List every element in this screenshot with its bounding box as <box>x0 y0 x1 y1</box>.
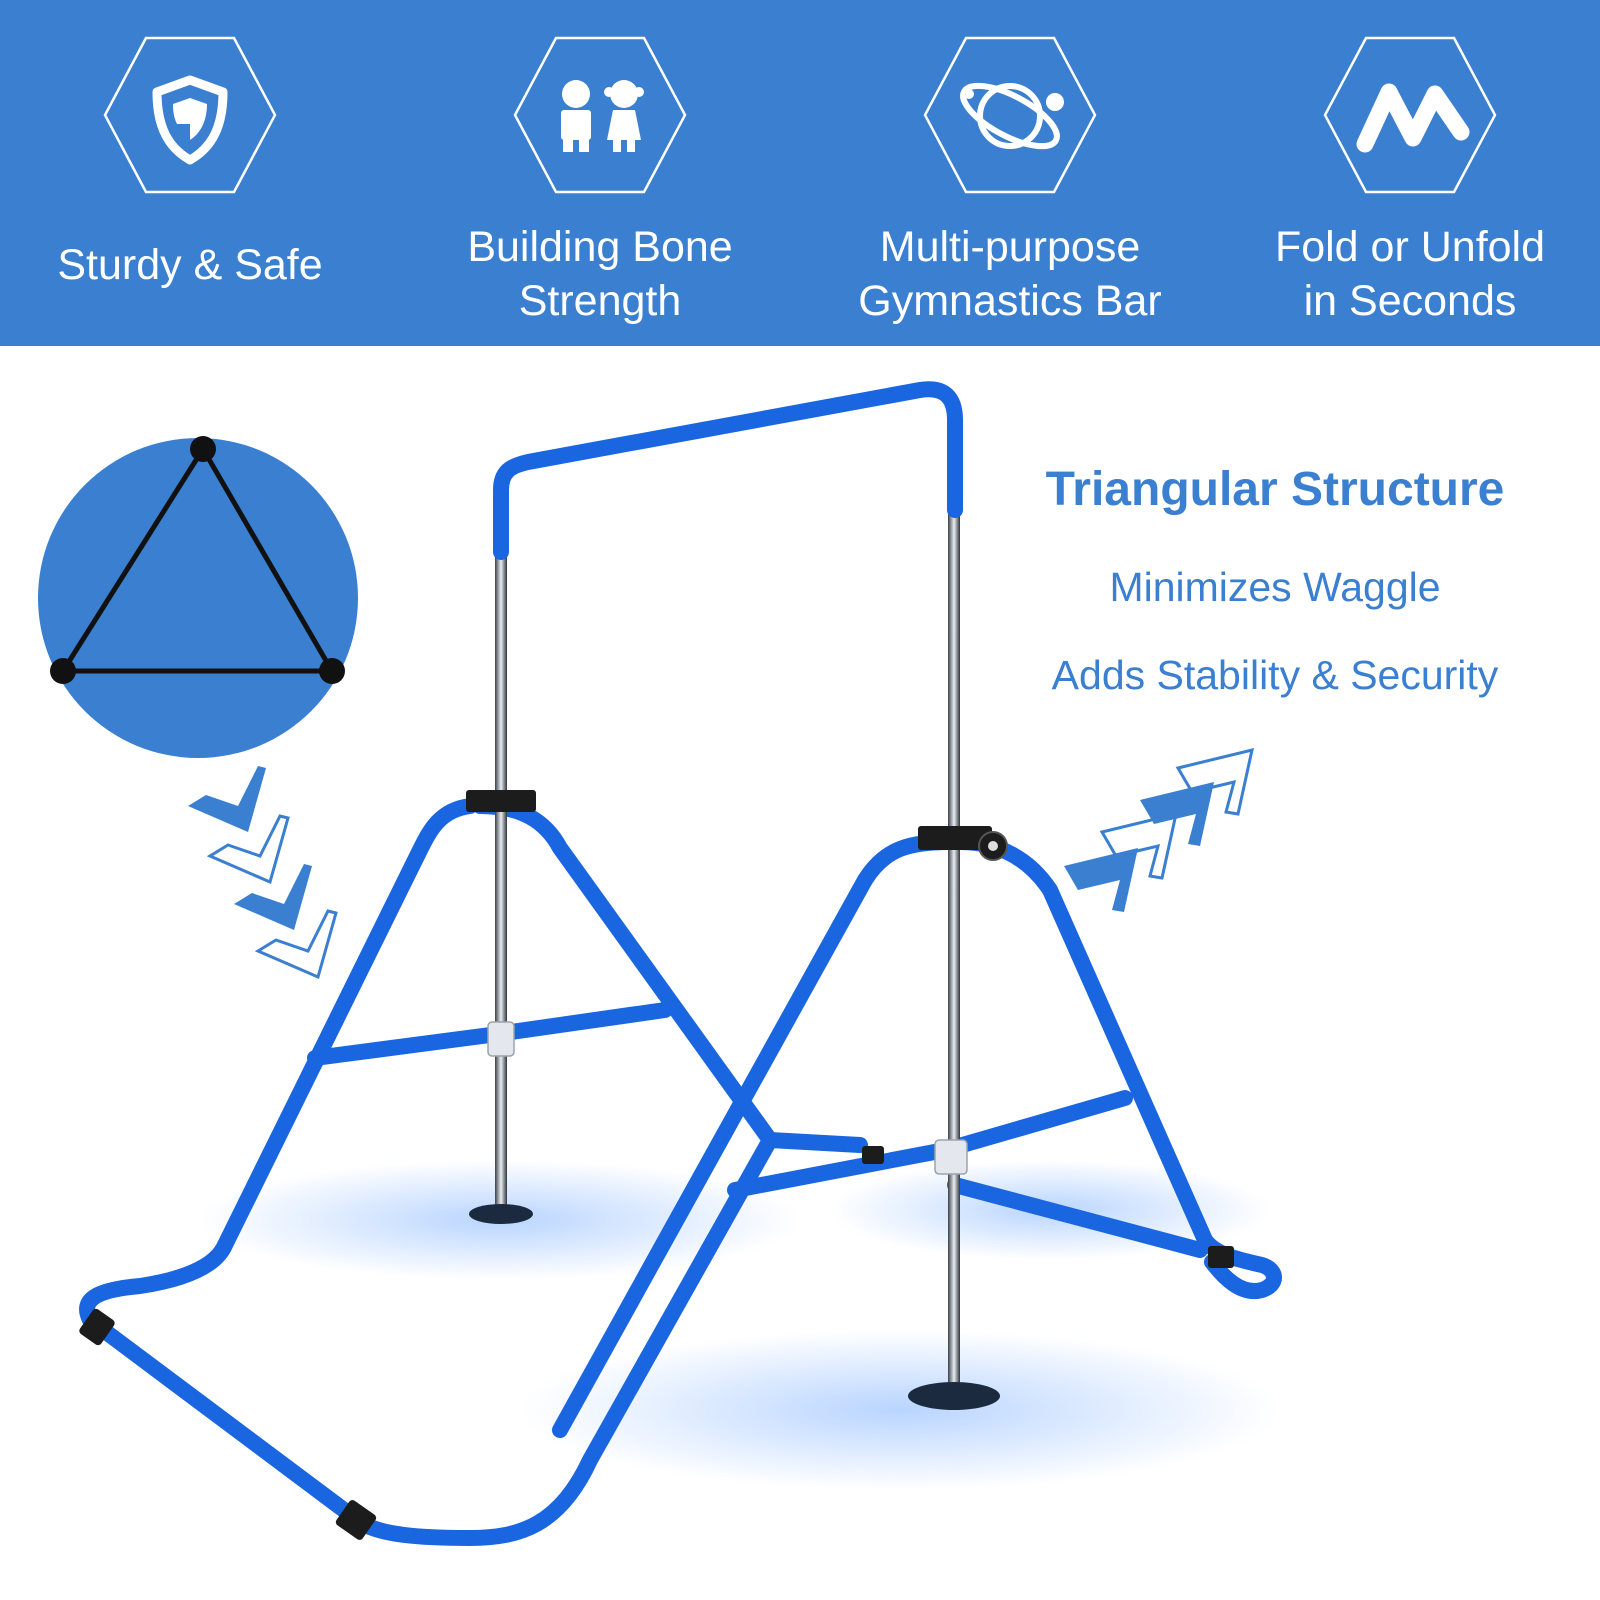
feature-label-line: Strength <box>518 277 682 325</box>
foam-end-caps <box>79 1146 1234 1540</box>
left-chevron-arrows <box>188 766 338 980</box>
triangle-structure-badge <box>38 436 358 758</box>
feature-label-line: Multi-purpose <box>879 223 1141 271</box>
gymnastics-bar-illustration <box>38 381 1282 1546</box>
feature-label: Multi-purpose Gymnastics Bar <box>820 220 1200 328</box>
shield-icon <box>103 36 277 194</box>
feature-label-line: Sturdy & Safe <box>57 241 323 289</box>
fold-m-icon <box>1323 36 1497 194</box>
structure-benefit: Adds Stability & Security <box>1051 652 1499 698</box>
height-clamps <box>466 790 1008 1175</box>
feature-multi-purpose: Multi-purpose Gymnastics Bar <box>820 0 1200 346</box>
feature-bone-strength: Building Bone Strength <box>410 0 790 346</box>
feature-sturdy-safe: Sturdy & Safe <box>0 0 380 346</box>
orbit-icon <box>923 36 1097 194</box>
feature-fold-unfold: Fold or Unfold in Seconds <box>1220 0 1600 346</box>
structure-title: Triangular Structure <box>1045 463 1505 516</box>
children-icon <box>513 36 687 194</box>
top-horizontal-bar <box>493 381 963 560</box>
feature-label-line: Building Bone <box>467 223 733 271</box>
feature-label-line: Gymnastics Bar <box>858 277 1162 325</box>
right-chevron-arrows <box>1064 747 1254 912</box>
feature-label-line: in Seconds <box>1303 277 1517 325</box>
feature-label: Sturdy & Safe <box>0 238 380 292</box>
feature-label: Fold or Unfold in Seconds <box>1220 220 1600 328</box>
structure-benefit: Minimizes Waggle <box>1109 564 1441 610</box>
features-banner: Sturdy & Safe Building Bone Strength <box>0 0 1600 346</box>
feature-label: Building Bone Strength <box>410 220 790 328</box>
feature-label-line: Fold or Unfold <box>1274 223 1546 271</box>
